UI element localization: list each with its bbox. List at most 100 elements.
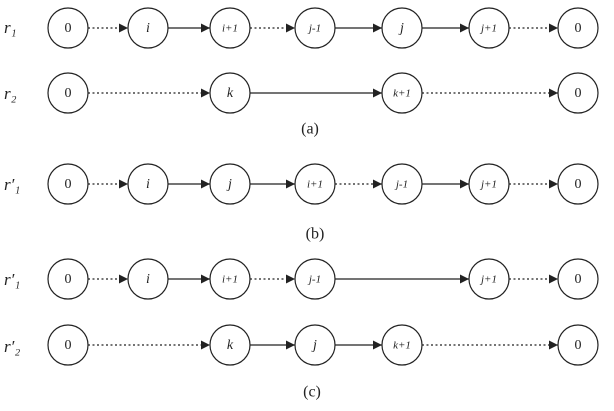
node-label: j+1: [479, 23, 497, 35]
node-i: i: [127, 258, 169, 300]
node-label: 0: [575, 21, 582, 36]
node-i-1: i+1: [294, 163, 336, 205]
caption-b: (b): [306, 226, 325, 243]
node-label: k: [227, 338, 234, 353]
node-label: 0: [575, 272, 582, 287]
node-0: 0: [47, 72, 89, 114]
node-j-1: j+1: [468, 163, 510, 205]
node-circle: [47, 258, 89, 300]
node-label: 0: [65, 86, 72, 101]
node-circle: [209, 324, 251, 366]
node-label: j+1: [479, 274, 497, 286]
node-0: 0: [557, 258, 599, 300]
node-label: j+1: [479, 179, 497, 191]
node-label: j-1: [307, 23, 321, 35]
node-circle: [468, 7, 510, 49]
node-j-1: j+1: [468, 258, 510, 300]
node-0: 0: [557, 72, 599, 114]
node-circle: [468, 258, 510, 300]
node-label: 0: [575, 177, 582, 192]
node-circle: [209, 72, 251, 114]
node-circle: [294, 258, 336, 300]
node-j: j: [209, 163, 251, 205]
node-circle: [47, 72, 89, 114]
node-label: 0: [65, 272, 72, 287]
node-circle: [381, 7, 423, 49]
caption-c: (c): [303, 384, 321, 401]
node-label: 0: [575, 86, 582, 101]
node-k-1: k+1: [381, 72, 423, 114]
node-label: i+1: [222, 23, 238, 35]
rows-layer: 0 i i+1 j-1 j j+1 0 0 k k+1 0 0 i j i+1 j-1 j+1 0 0 i i+1 j-1…: [47, 7, 599, 366]
node-k-1: k+1: [381, 324, 423, 366]
node-label: 0: [65, 338, 72, 353]
node-0: 0: [557, 163, 599, 205]
route-rp2_c: 0 k j k+1 0: [47, 324, 599, 366]
node-label: j-1: [394, 179, 408, 191]
node-i-1: i+1: [209, 258, 251, 300]
row-label-rp2-c: r′₂: [4, 337, 20, 356]
node-0: 0: [47, 258, 89, 300]
node-circle: [127, 258, 169, 300]
node-j: j: [381, 7, 423, 49]
node-0: 0: [557, 7, 599, 49]
node-label: k+1: [393, 88, 411, 100]
row-label-r1: r₁: [4, 18, 17, 37]
node-i: i: [127, 163, 169, 205]
node-circle: [557, 72, 599, 114]
node-label: 0: [65, 177, 72, 192]
node-label: i: [146, 21, 150, 36]
node-label: j: [398, 21, 404, 36]
node-j-1: j+1: [468, 7, 510, 49]
caption-a: (a): [301, 121, 319, 138]
row-label-rp1-b: r′₁: [4, 175, 20, 194]
node-0: 0: [47, 324, 89, 366]
node-label: i: [146, 272, 150, 287]
node-circle: [557, 324, 599, 366]
node-label: j: [311, 338, 317, 353]
node-circle: [557, 7, 599, 49]
node-k: k: [209, 72, 251, 114]
node-circle: [47, 324, 89, 366]
node-circle: [381, 324, 423, 366]
node-j: j: [294, 324, 336, 366]
node-circle: [47, 163, 89, 205]
node-label: 0: [575, 338, 582, 353]
node-label: j: [226, 177, 232, 192]
route-r1: 0 i i+1 j-1 j j+1 0: [47, 7, 599, 49]
row-label-rp1-c: r′₁: [4, 270, 20, 289]
node-j-1: j-1: [294, 258, 336, 300]
node-circle: [294, 163, 336, 205]
node-label: 0: [65, 21, 72, 36]
node-circle: [209, 258, 251, 300]
node-0: 0: [557, 324, 599, 366]
node-circle: [557, 258, 599, 300]
node-i: i: [127, 7, 169, 49]
node-0: 0: [47, 163, 89, 205]
node-circle: [127, 163, 169, 205]
node-circle: [209, 7, 251, 49]
node-circle: [294, 324, 336, 366]
route-rp1_c: 0 i i+1 j-1 j+1 0: [47, 258, 599, 300]
node-label: k: [227, 86, 234, 101]
node-circle: [557, 163, 599, 205]
node-circle: [209, 163, 251, 205]
node-k: k: [209, 324, 251, 366]
node-circle: [127, 7, 169, 49]
node-circle: [381, 163, 423, 205]
node-circle: [468, 163, 510, 205]
route-rp1_b: 0 i j i+1 j-1 j+1 0: [47, 163, 599, 205]
node-i-1: i+1: [209, 7, 251, 49]
node-j-1: j-1: [381, 163, 423, 205]
node-label: i: [146, 177, 150, 192]
node-j-1: j-1: [294, 7, 336, 49]
node-label: i+1: [307, 179, 323, 191]
node-label: j-1: [307, 274, 321, 286]
node-label: k+1: [393, 340, 411, 352]
route-r2: 0 k k+1 0: [47, 72, 599, 114]
node-circle: [294, 7, 336, 49]
node-0: 0: [47, 7, 89, 49]
node-circle: [381, 72, 423, 114]
node-label: i+1: [222, 274, 238, 286]
